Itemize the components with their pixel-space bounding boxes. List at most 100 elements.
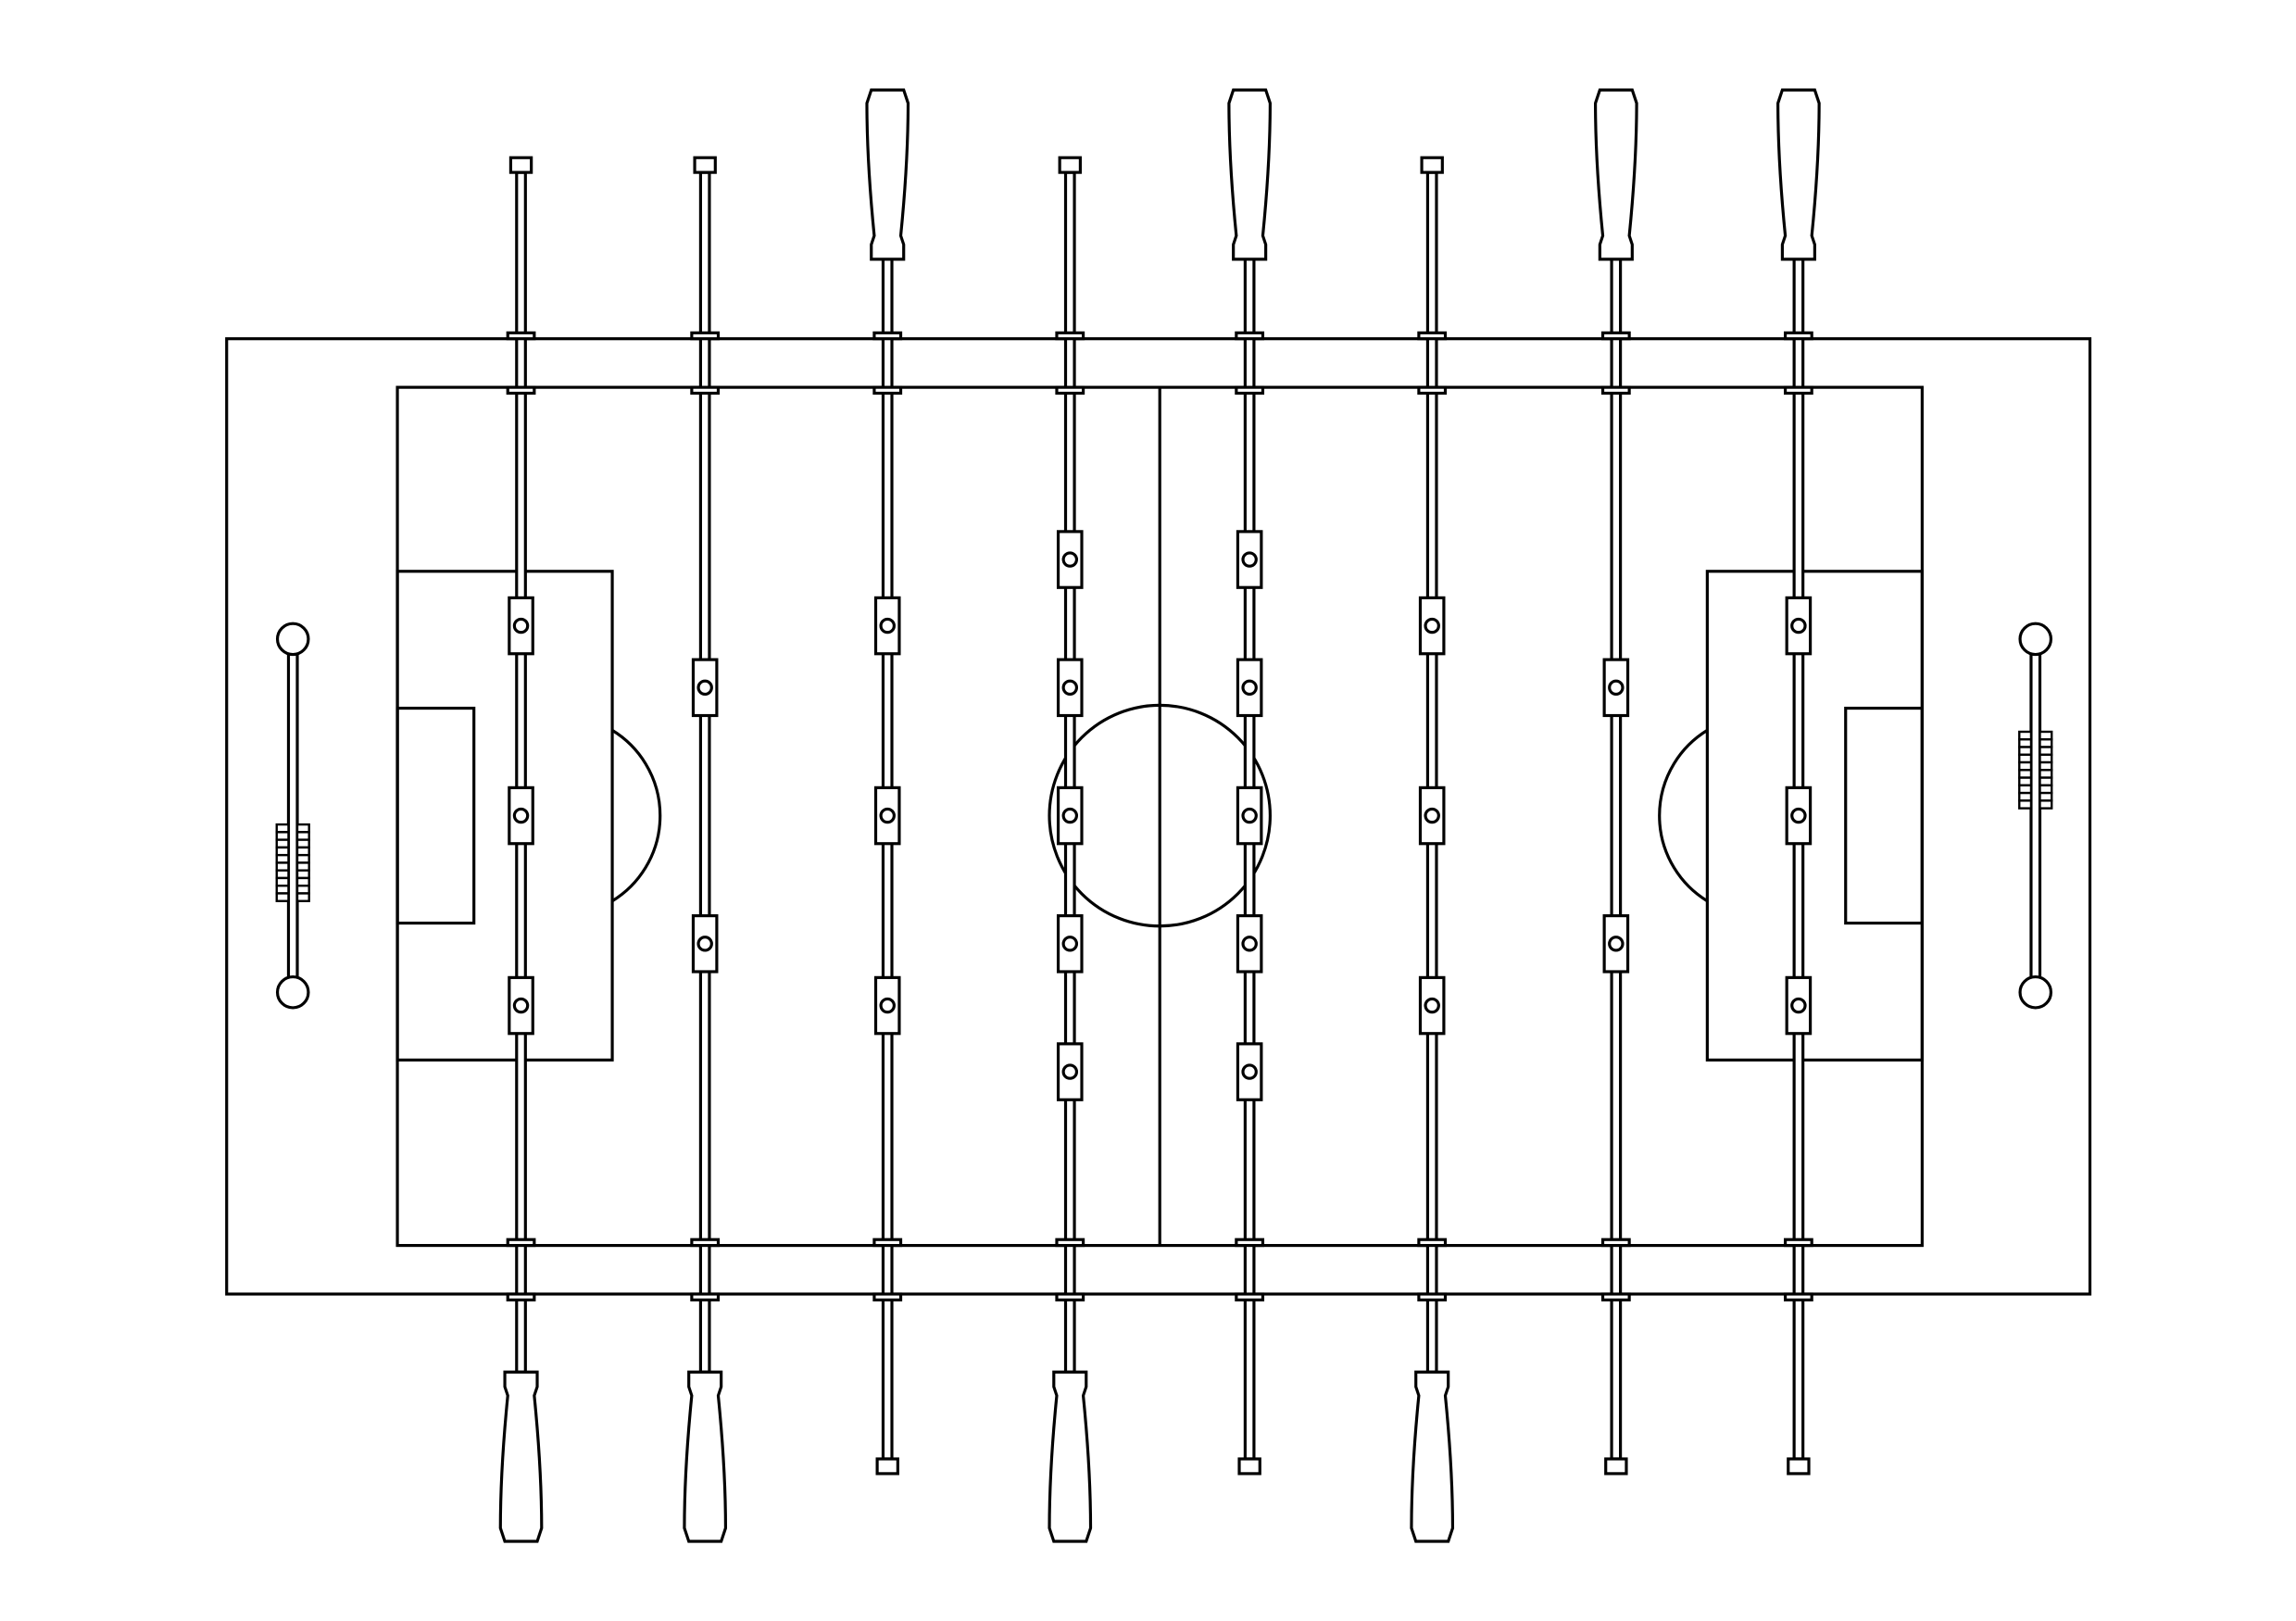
score-bead[interactable]	[2039, 776, 2053, 787]
player-pin	[1061, 551, 1079, 568]
player-pin	[1061, 936, 1079, 952]
score-bead[interactable]	[295, 831, 310, 841]
rod-4[interactable]	[1048, 156, 1093, 1543]
score-bead[interactable]	[275, 853, 290, 864]
rod-handle[interactable]	[1593, 88, 1638, 261]
rod-end-cap	[693, 156, 717, 174]
player-pin	[512, 997, 530, 1014]
rod-handle[interactable]	[498, 1370, 544, 1543]
counter-end-knob	[275, 622, 310, 657]
score-bead[interactable]	[2018, 776, 2033, 787]
score-bead[interactable]	[275, 885, 290, 895]
rod-bushing	[690, 1292, 721, 1301]
score-bead[interactable]	[2018, 753, 2033, 764]
score-bead[interactable]	[275, 838, 290, 849]
rod-handle[interactable]	[1776, 88, 1821, 261]
score-bead[interactable]	[295, 892, 310, 902]
score-bead[interactable]	[295, 853, 310, 864]
rod-6[interactable]	[1410, 156, 1455, 1543]
score-bead[interactable]	[275, 869, 290, 880]
score-bead[interactable]	[2039, 784, 2053, 795]
rod-bushing	[1235, 385, 1265, 396]
score-bead[interactable]	[2039, 760, 2053, 772]
score-bead[interactable]	[295, 876, 310, 887]
player-pin	[512, 617, 530, 635]
player-pin	[1061, 807, 1079, 824]
rod-bushing	[1055, 385, 1085, 396]
rod-bushing	[1235, 1292, 1265, 1301]
score-bead[interactable]	[2018, 799, 2033, 810]
player-pin	[1424, 617, 1440, 635]
rod-end-cap	[875, 1457, 899, 1476]
rod-bushing	[506, 1238, 536, 1248]
score-bead[interactable]	[2018, 791, 2033, 802]
rod-end-cap	[1058, 156, 1082, 174]
rod-shaft[interactable]	[1792, 258, 1805, 1461]
rod-end-cap	[1787, 1457, 1811, 1476]
score-bead[interactable]	[295, 838, 310, 849]
score-bead[interactable]	[2039, 738, 2053, 748]
score-bead[interactable]	[2018, 784, 2033, 795]
player-pin	[1241, 1063, 1258, 1080]
rod-bushing	[1055, 331, 1085, 341]
rod-shaft[interactable]	[1425, 170, 1438, 1374]
player-pin	[1790, 807, 1807, 824]
score-bead[interactable]	[2018, 769, 2033, 779]
score-bead[interactable]	[2039, 753, 2053, 764]
rod-shaft[interactable]	[698, 170, 711, 1374]
score-bead[interactable]	[2039, 791, 2053, 802]
score-bead[interactable]	[2039, 799, 2053, 810]
player-pin	[1790, 617, 1807, 635]
score-bead[interactable]	[2018, 730, 2033, 741]
score-bead[interactable]	[295, 823, 310, 834]
player-pin	[1061, 1063, 1079, 1080]
left-goal-box	[395, 706, 476, 925]
rod-handle[interactable]	[1048, 1370, 1093, 1543]
left-penalty-arc	[611, 729, 662, 903]
rod-handle[interactable]	[865, 88, 910, 261]
counter-end-knob	[275, 974, 310, 1010]
rod-shaft[interactable]	[515, 170, 527, 1374]
player-pin	[879, 617, 896, 635]
score-bead[interactable]	[275, 892, 290, 902]
score-bead[interactable]	[2039, 769, 2053, 779]
rod-handle[interactable]	[1227, 88, 1272, 261]
score-bead[interactable]	[2018, 738, 2033, 748]
rod-8[interactable]	[1776, 88, 1821, 1476]
rod-5[interactable]	[1227, 88, 1272, 1476]
score-bead[interactable]	[275, 861, 290, 872]
rod-2[interactable]	[683, 156, 728, 1543]
rod-shaft[interactable]	[1610, 258, 1623, 1461]
rod-3[interactable]	[865, 88, 910, 1476]
rod-bushing	[506, 1292, 536, 1301]
left-score-counter[interactable]	[275, 622, 310, 1010]
rod-handle[interactable]	[1410, 1370, 1455, 1543]
rod-bushing	[1417, 385, 1448, 396]
right-score-counter[interactable]	[2018, 622, 2053, 1010]
rod-shaft[interactable]	[1243, 258, 1256, 1461]
rod-bushing	[872, 1238, 903, 1248]
score-bead[interactable]	[295, 885, 310, 895]
score-bead[interactable]	[275, 831, 290, 841]
center-circle	[1048, 703, 1272, 928]
counter-end-knob	[2018, 622, 2053, 657]
score-bead[interactable]	[2018, 760, 2033, 772]
rod-bushing	[506, 331, 536, 341]
score-bead[interactable]	[275, 876, 290, 887]
rod-1[interactable]	[498, 156, 544, 1543]
rod-shaft[interactable]	[881, 258, 894, 1461]
rod-bushing	[1417, 1238, 1448, 1248]
score-bead[interactable]	[295, 861, 310, 872]
score-bead[interactable]	[2039, 746, 2053, 756]
score-bead[interactable]	[2018, 746, 2033, 756]
score-bead[interactable]	[275, 823, 290, 834]
rod-bushing	[872, 385, 903, 396]
score-bead[interactable]	[295, 846, 310, 857]
rod-handle[interactable]	[683, 1370, 728, 1543]
score-bead[interactable]	[2039, 730, 2053, 741]
rod-shaft[interactable]	[1063, 170, 1076, 1374]
score-bead[interactable]	[275, 846, 290, 857]
score-bead[interactable]	[295, 869, 310, 880]
rod-7[interactable]	[1593, 88, 1638, 1476]
player-pin	[1241, 936, 1258, 952]
